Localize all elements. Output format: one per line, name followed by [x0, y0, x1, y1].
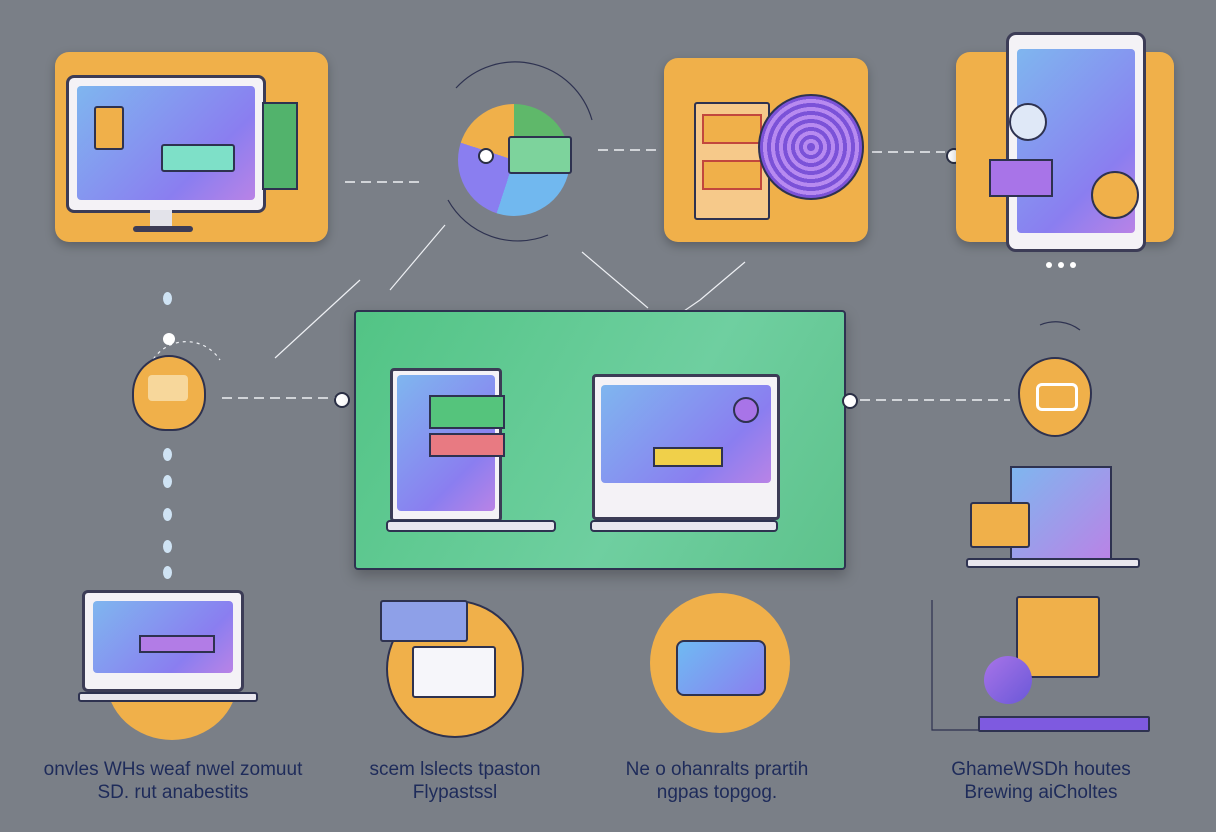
bead — [163, 508, 172, 521]
caption-4: GhameWSDh houtes Brewing aiCholtes — [951, 759, 1131, 803]
laptop-icon — [592, 374, 780, 520]
phone-dots — [1046, 262, 1076, 268]
caption-2: scem lslects tpaston Flypastssl — [369, 759, 541, 803]
laptop-base — [78, 692, 258, 702]
bead — [163, 292, 172, 305]
laptop-base — [386, 520, 556, 532]
laptop-base — [590, 520, 778, 532]
connector-node — [842, 393, 858, 409]
spiral-icon — [758, 94, 864, 200]
shape-blob — [984, 656, 1032, 704]
bead — [163, 475, 172, 488]
bead — [163, 540, 172, 553]
pie-note — [508, 136, 572, 174]
caption-3: Ne o ohanralts prartih ngpas topgog. — [625, 759, 809, 803]
phone-icon — [989, 32, 1146, 252]
monitor-side-panel — [262, 102, 298, 190]
bead — [163, 448, 172, 461]
browser-tab — [380, 600, 468, 642]
shield-badge-icon — [1018, 357, 1092, 437]
badge-icon — [132, 355, 206, 431]
document-icon — [694, 102, 770, 220]
browser-icon — [412, 646, 496, 698]
tablet-badge — [970, 502, 1030, 548]
connector-node — [334, 392, 350, 408]
laptop-icon — [390, 368, 505, 522]
caption-1: onvles WHs weaf nwel zomuut SD. rut anab… — [43, 759, 303, 803]
bead — [163, 333, 175, 345]
bead — [163, 566, 172, 579]
connector-node — [478, 148, 494, 164]
laptop-icon — [82, 590, 244, 692]
monitor-icon — [66, 75, 266, 213]
camera-icon — [676, 640, 766, 696]
progress-bar — [978, 716, 1150, 732]
tablet-base — [966, 558, 1140, 568]
folder-icon — [1016, 596, 1100, 678]
monitor-stand — [150, 210, 172, 228]
monitor-base — [133, 226, 193, 232]
